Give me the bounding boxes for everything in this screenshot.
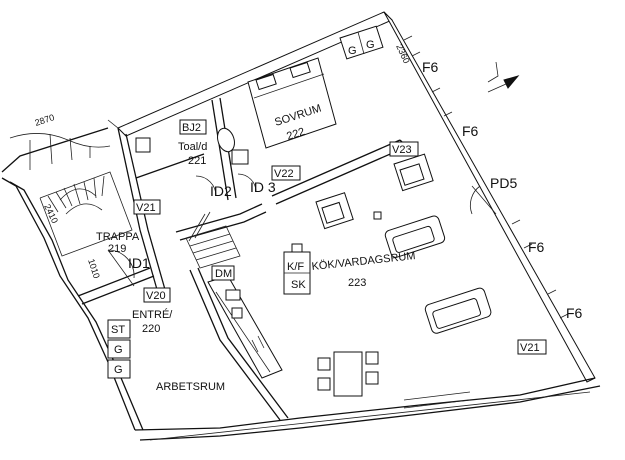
toilet-label: Toal/d [178, 141, 207, 153]
north-arrow [487, 61, 520, 93]
tag-v22: V22 [274, 168, 294, 180]
armchair-1 [393, 153, 434, 192]
tag-v20: V20 [146, 290, 166, 302]
toilet-number: 221 [188, 155, 206, 167]
study-label: ARBETSRUM [156, 381, 225, 393]
window-label-f6-4: F6 [566, 305, 583, 321]
entry-label: ENTRÉ/ [132, 308, 173, 321]
tag-sk: SK [291, 279, 306, 291]
side-table [373, 211, 382, 220]
tag-v21-living: V21 [520, 342, 540, 354]
kitchen-number: 223 [348, 277, 366, 289]
tag-bj2: BJ2 [182, 122, 201, 134]
tag-v23: V23 [392, 144, 412, 156]
appliances [283, 243, 311, 295]
tag-g-2: G [114, 364, 123, 376]
wardrobe [339, 25, 384, 60]
dimension-stair-a: 2410 [42, 202, 60, 224]
tag-frames [133, 119, 547, 355]
entry-closets [107, 319, 131, 379]
stairs [9, 133, 241, 269]
window-label-f6-2: F6 [462, 123, 479, 139]
tag-v21-stair: V21 [136, 202, 156, 214]
dining-table [317, 351, 379, 397]
toilet-fixtures [135, 127, 249, 165]
window-label-pd5: PD5 [490, 175, 517, 191]
tag-g-1: G [114, 344, 123, 356]
kitchen-label: KÖK/VARDAGSRUM [311, 250, 416, 273]
tag-id1: ID1 [128, 255, 150, 271]
stair-label: TRAPPA [96, 231, 140, 243]
armchair-2 [315, 192, 354, 230]
dimension-stair-b: 1010 [86, 258, 102, 280]
tag-id3: ID 3 [250, 179, 276, 195]
tag-wardrobe-g-2: G [366, 39, 375, 51]
bed [247, 57, 337, 149]
dimension-top-right: 2360 [394, 43, 412, 65]
sofa-2 [424, 287, 492, 334]
tag-kf: K/F [287, 261, 304, 273]
tag-st: ST [111, 324, 125, 336]
tag-wardrobe-g-1: G [348, 45, 357, 57]
window-label-f6-1: F6 [422, 59, 439, 75]
window-label-f6-3: F6 [528, 239, 545, 255]
dimension-top-left: 2870 [34, 112, 56, 128]
window-frames [403, 35, 569, 409]
tag-id2: ID2 [210, 183, 232, 199]
kitchen-counter [207, 275, 283, 379]
doors [107, 173, 497, 287]
stair-number: 219 [108, 243, 126, 255]
tag-dm: DM [215, 268, 232, 280]
outer-walls [1, 11, 601, 441]
bedroom-number: 222 [285, 126, 306, 143]
sofa-1 [384, 215, 446, 258]
entry-number: 220 [142, 323, 160, 335]
